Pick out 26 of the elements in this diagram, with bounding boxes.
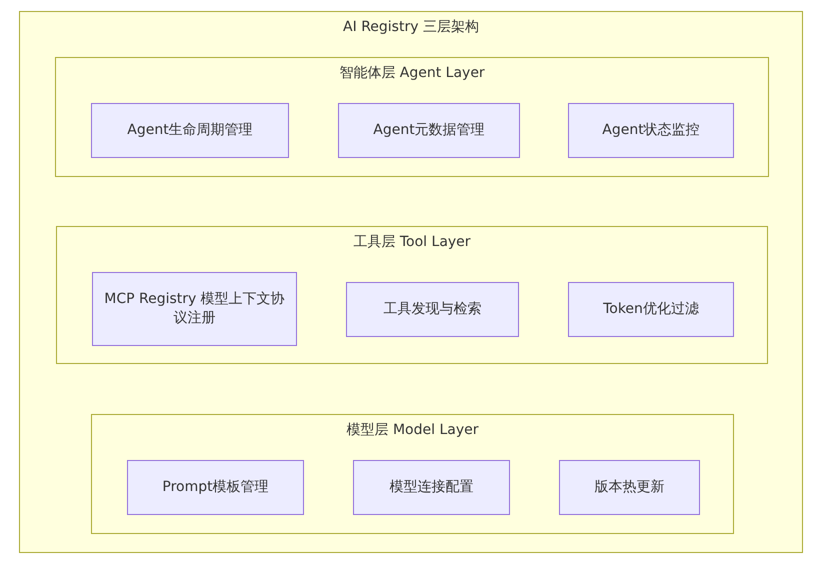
- module-box: [568, 103, 734, 158]
- module-label: MCP Registry 模型上下文协议注册: [103, 290, 286, 328]
- layer-container: [91, 414, 734, 534]
- module-box: [568, 282, 734, 337]
- module-label: Agent生命周期管理: [126, 121, 254, 140]
- module-box: [92, 272, 297, 346]
- module-label: Prompt模板管理: [161, 478, 270, 497]
- layer-title: AI Registry 三层架构: [342, 18, 480, 37]
- module-box: [338, 103, 520, 158]
- layer-container: [55, 57, 769, 177]
- module-label: Token优化过滤: [602, 300, 700, 319]
- module-box: [91, 103, 289, 158]
- layer-container: [56, 226, 768, 364]
- module-label: Agent状态监控: [601, 121, 701, 140]
- module-label: 工具发现与检索: [382, 300, 482, 319]
- module-box: [346, 282, 519, 337]
- layer-title: 工具层 Tool Layer: [352, 233, 472, 252]
- module-label: Agent元数据管理: [372, 121, 486, 140]
- module-box: [353, 460, 510, 515]
- module-label: 版本热更新: [594, 478, 666, 497]
- layer-title: 智能体层 Agent Layer: [338, 64, 486, 83]
- layer-container: [19, 11, 803, 553]
- module-label: 模型连接配置: [388, 478, 474, 497]
- layer-title: 模型层 Model Layer: [346, 421, 480, 440]
- module-box: [127, 460, 304, 515]
- module-box: [559, 460, 700, 515]
